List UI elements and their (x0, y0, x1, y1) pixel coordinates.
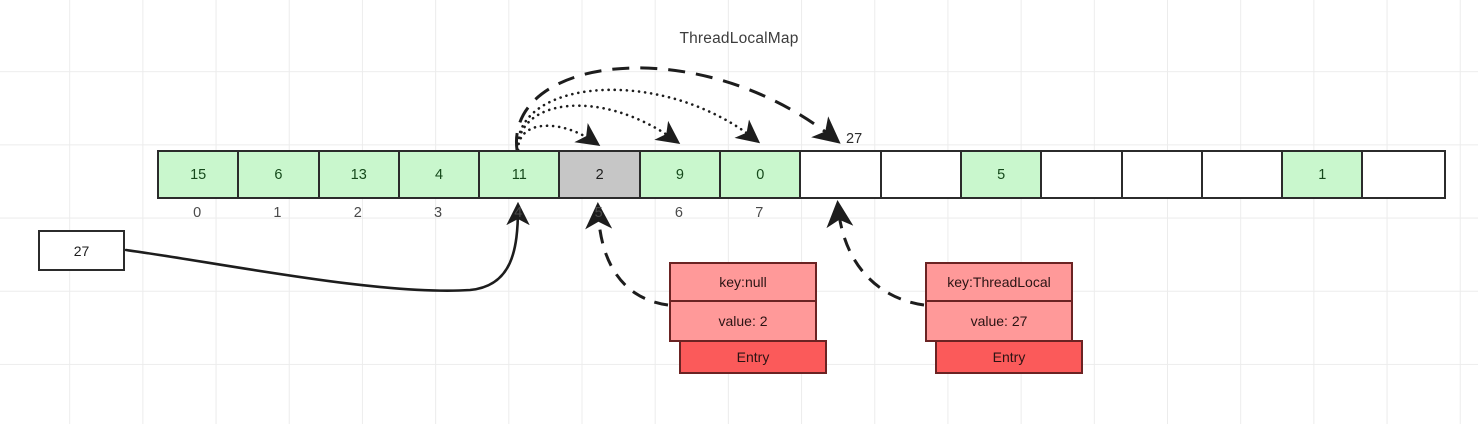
table-cell-10[interactable]: 5 (961, 152, 1043, 197)
table-cell-13[interactable] (1202, 152, 1284, 197)
entry-new-type-label: Entry (935, 340, 1083, 374)
diagram-title: ThreadLocalMap (679, 30, 799, 47)
entry-new-fields: key:ThreadLocal value: 27 (925, 262, 1073, 342)
placement-arc-to-slot-8 (515, 66, 841, 151)
entry-new: key:ThreadLocal value: 27 Entry (925, 262, 1083, 374)
index-label-2: 2 (353, 205, 362, 221)
entry-stale-fields: key:null value: 2 (669, 262, 817, 342)
source-value-box[interactable]: 27 (38, 230, 125, 271)
table-cell-12[interactable] (1122, 152, 1203, 197)
table-cell-8[interactable] (801, 152, 882, 197)
table-cell-4[interactable]: 11 (480, 152, 561, 197)
entry-stale-key: key:null (671, 264, 815, 302)
index-label-5: 5 (594, 205, 603, 221)
table-cell-1[interactable]: 6 (239, 152, 320, 197)
entry-new-key: key:ThreadLocal (927, 264, 1071, 302)
index-label-row: 0 1 2 3 4 5 6 7 (157, 205, 799, 221)
table-cell-15[interactable] (1363, 152, 1444, 197)
table-cell-5[interactable]: 2 (560, 152, 641, 197)
table-cell-11[interactable] (1042, 152, 1123, 197)
hash-table-array: 15 6 13 4 11 2 9 0 5 1 (157, 150, 1446, 199)
index-label-4: 4 (514, 205, 523, 221)
probe-arc-to-slot-6 (516, 104, 681, 152)
entry-stale-value: value: 2 (718, 313, 768, 329)
stale-entry-connector (585, 202, 669, 307)
new-entry-connector (826, 200, 925, 307)
index-label-1: 1 (273, 205, 282, 221)
table-cell-2[interactable]: 13 (319, 152, 400, 197)
index-label-6: 6 (674, 205, 683, 221)
index-label-7: 7 (755, 205, 764, 221)
probe-arc-to-slot-7 (516, 88, 761, 152)
entry-stale: key:null value: 2 Entry (669, 262, 827, 374)
index-label-3: 3 (434, 205, 443, 221)
table-cell-6[interactable]: 9 (640, 152, 722, 197)
entry-stale-type-label: Entry (679, 340, 827, 374)
table-cell-3[interactable]: 4 (399, 152, 481, 197)
probe-arc-to-slot-5 (516, 123, 601, 152)
inserted-value-label: 27 (846, 131, 863, 147)
table-cell-9[interactable] (881, 152, 962, 197)
table-cell-7[interactable]: 0 (721, 152, 802, 197)
table-cell-0[interactable]: 15 (159, 152, 240, 197)
table-cell-14[interactable]: 1 (1283, 152, 1364, 197)
entry-new-value: value: 27 (970, 313, 1028, 329)
index-label-0: 0 (193, 205, 202, 221)
